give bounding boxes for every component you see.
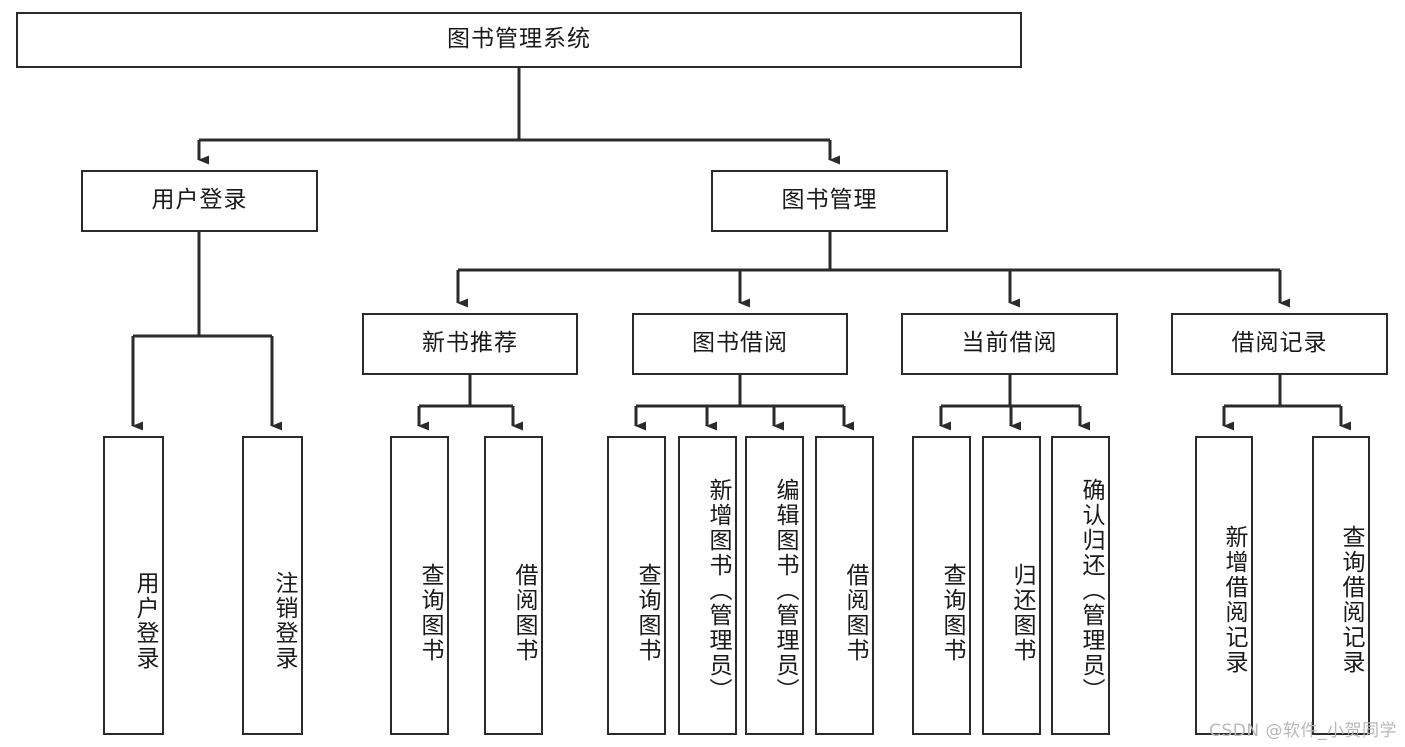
leaf-new-book-query-book[interactable]: 查询图书 xyxy=(390,436,449,735)
node-root-book-management-system[interactable]: 图书管理系统 xyxy=(16,12,1022,68)
leaf-user-login-login[interactable]: 用户登录 xyxy=(103,436,164,735)
node-new-book-recommend[interactable]: 新书推荐 xyxy=(362,313,578,375)
leaf-new-book-borrow-book[interactable]: 借阅图书 xyxy=(484,436,543,735)
node-book-management[interactable]: 图书管理 xyxy=(711,170,948,232)
leaf-book-borrow-edit-book-admin[interactable]: 编辑图书（管理员） xyxy=(745,436,804,735)
node-current-borrow[interactable]: 当前借阅 xyxy=(901,313,1118,375)
leaf-borrow-record-add-record[interactable]: 新增借阅记录 xyxy=(1195,436,1253,735)
leaf-borrow-record-query-record[interactable]: 查询借阅记录 xyxy=(1312,436,1370,735)
node-borrow-record[interactable]: 借阅记录 xyxy=(1171,313,1388,375)
leaf-user-login-logout[interactable]: 注销登录 xyxy=(242,436,303,735)
leaf-book-borrow-borrow-book[interactable]: 借阅图书 xyxy=(815,436,874,735)
leaf-current-borrow-query-book[interactable]: 查询图书 xyxy=(912,436,971,735)
node-book-borrow[interactable]: 图书借阅 xyxy=(632,313,848,375)
node-user-login[interactable]: 用户登录 xyxy=(81,170,318,232)
leaf-current-borrow-confirm-return-admin[interactable]: 确认归还（管理员） xyxy=(1051,436,1110,735)
leaf-book-borrow-add-book-admin[interactable]: 新增图书（管理员） xyxy=(678,436,737,735)
leaf-book-borrow-query-book[interactable]: 查询图书 xyxy=(607,436,666,735)
leaf-current-borrow-return-book[interactable]: 归还图书 xyxy=(982,436,1041,735)
